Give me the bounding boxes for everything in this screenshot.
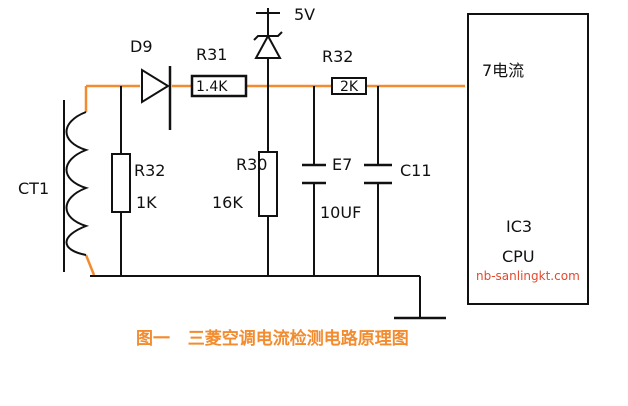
r32-left-value: 1K bbox=[136, 193, 157, 212]
r31-value: 1.4K bbox=[196, 79, 228, 95]
r31-resistor bbox=[190, 74, 248, 98]
e7-capacitor bbox=[302, 163, 326, 185]
r32-top-value: 2K bbox=[340, 79, 359, 95]
d9-diode bbox=[141, 66, 172, 130]
d9-label: D9 bbox=[130, 37, 153, 56]
r30-label: R30 bbox=[236, 155, 267, 174]
cpu-label: CPU bbox=[502, 247, 535, 266]
c11-capacitor bbox=[364, 163, 392, 185]
ct1-label: CT1 bbox=[18, 179, 49, 198]
r30-resistor bbox=[258, 151, 278, 217]
r32-left-label: R32 bbox=[134, 161, 165, 180]
ic3-cpu-box bbox=[467, 13, 589, 305]
pin7-label: 7电流 bbox=[482, 61, 524, 80]
r32-top-label: R32 bbox=[322, 47, 353, 66]
ic3-label: IC3 bbox=[506, 217, 532, 236]
e7-label: E7 bbox=[332, 155, 352, 174]
r32-top-resistor bbox=[331, 77, 367, 95]
c11-label: C11 bbox=[400, 161, 432, 180]
watermark: nb-sanlingkt.com bbox=[476, 269, 580, 283]
supply-label: 5V bbox=[294, 5, 315, 24]
ct1-coil bbox=[63, 100, 90, 272]
zener-diode-5v bbox=[253, 12, 283, 59]
r32-left-resistor bbox=[111, 153, 131, 213]
r31-label: R31 bbox=[196, 45, 227, 64]
circuit-wires bbox=[90, 8, 421, 318]
r30-value: 16K bbox=[212, 193, 243, 212]
signal-wires bbox=[84, 84, 465, 276]
figure-caption: 图一 三菱空调电流检测电路原理图 bbox=[136, 328, 409, 349]
e7-value: 10UF bbox=[320, 203, 361, 222]
